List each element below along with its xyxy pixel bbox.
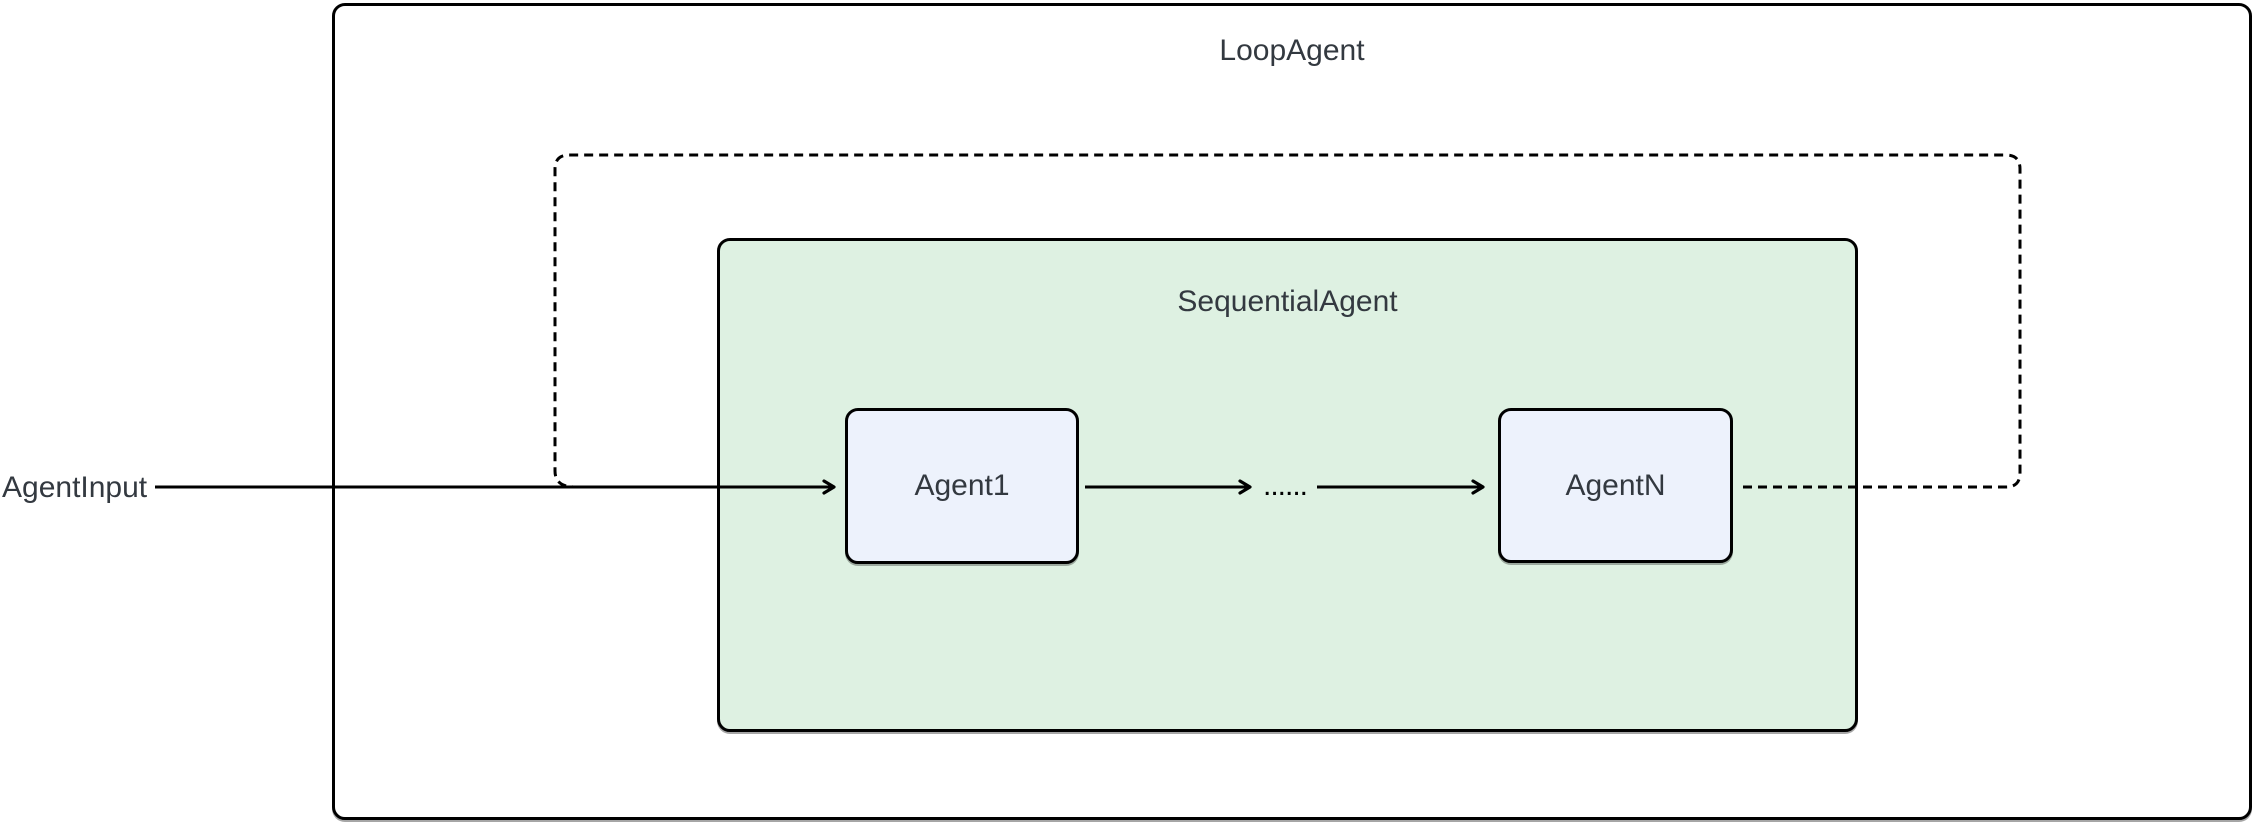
agentn-label: AgentN bbox=[1565, 468, 1666, 502]
agent-input-label: AgentInput bbox=[2, 471, 148, 504]
agent1-label: Agent1 bbox=[914, 469, 1010, 502]
agentn-node: AgentN bbox=[1498, 408, 1733, 563]
sequential-agent-label: SequentialAgent bbox=[1177, 285, 1398, 318]
loop-agent-label: LoopAgent bbox=[1219, 34, 1365, 67]
ellipsis-label: ...... bbox=[1263, 469, 1308, 502]
agent1-node: Agent1 bbox=[845, 408, 1079, 564]
